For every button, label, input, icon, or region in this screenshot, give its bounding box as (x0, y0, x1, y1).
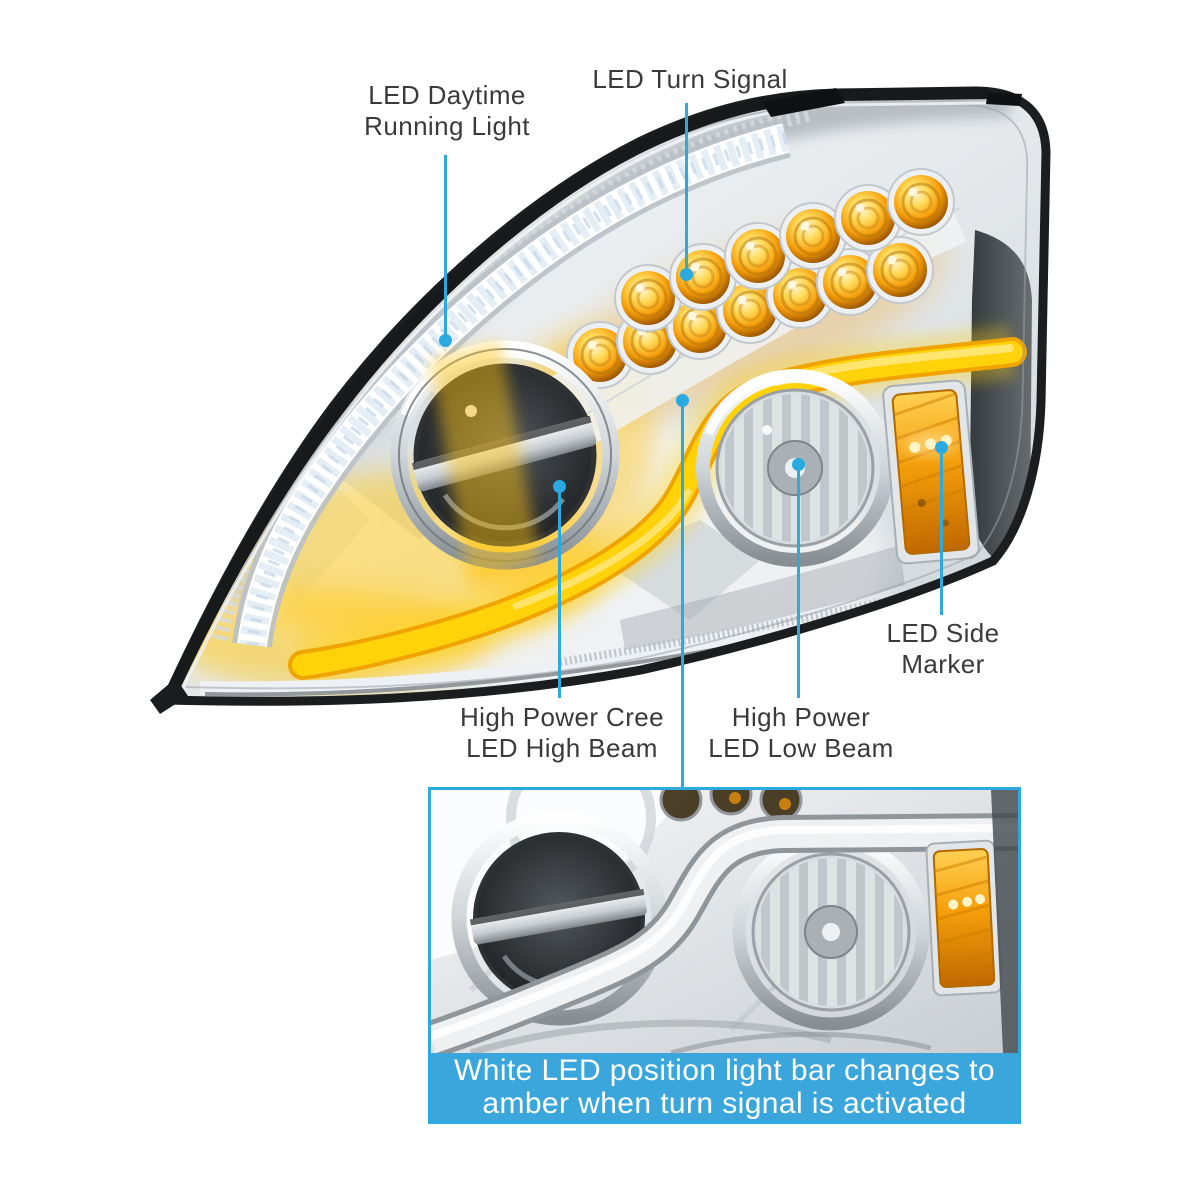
callout-line-side-marker (935, 441, 948, 615)
label-side-marker: LED Side Marker (886, 618, 1000, 679)
daytime-running-light-strip (212, 106, 810, 648)
callout-dot-high-beam (553, 480, 566, 493)
inset-caption-banner: White LED position light bar changes to … (431, 1053, 1018, 1121)
callout-dot-side-marker (935, 441, 948, 454)
inset-position-light-bar (431, 813, 1018, 1053)
inset-detail-panel: White LED position light bar changes to … (428, 787, 1021, 1124)
callout-line-low-beam (792, 458, 805, 698)
label-high-beam: High Power Cree LED High Beam (460, 702, 664, 763)
callout-dot-daytime-running-light (439, 334, 452, 347)
label-low-beam: High Power LED Low Beam (708, 702, 894, 763)
callout-line-turn-signal (680, 103, 693, 281)
turn-signal-led-cluster (544, 167, 967, 450)
callout-line-inset-connector (676, 394, 689, 790)
side-marker-lamp (882, 379, 980, 565)
callout-line-daytime-running-light (439, 155, 452, 347)
inset-closeup-illustration (431, 790, 1018, 1053)
callout-line-high-beam (553, 480, 566, 698)
callout-dot-inset-connector (676, 394, 689, 407)
label-daytime-running-light: LED Daytime Running Light (364, 80, 530, 141)
callout-dot-low-beam (792, 458, 805, 471)
label-turn-signal: LED Turn Signal (592, 64, 788, 94)
callout-dot-turn-signal (680, 268, 693, 281)
